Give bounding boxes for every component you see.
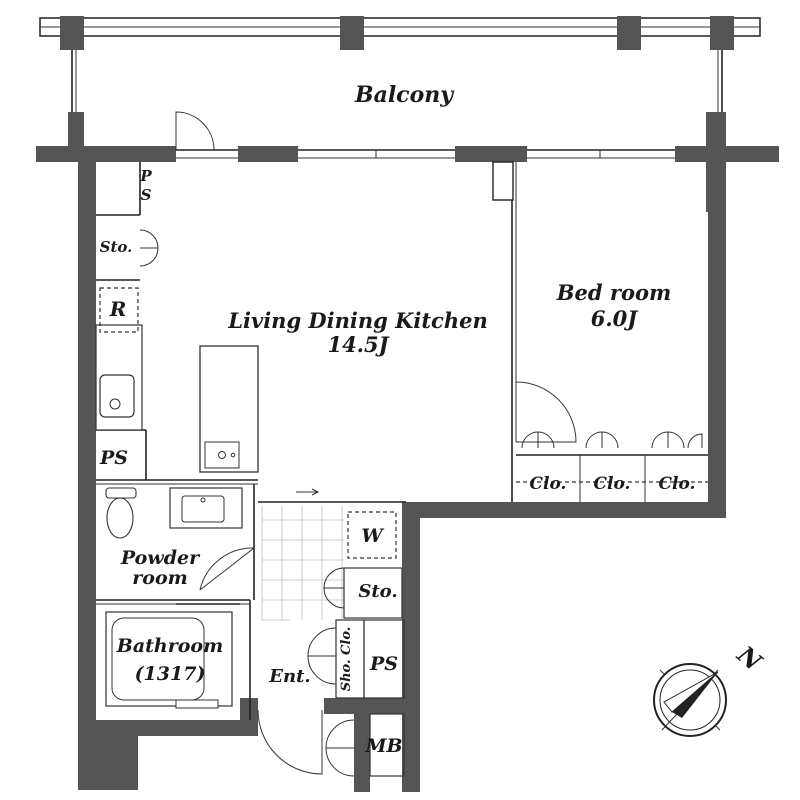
shoe-closet-label: Sho. Clo.: [339, 627, 354, 692]
bathroom-size-label: (1317): [135, 663, 206, 685]
interior-walls: [96, 161, 517, 720]
fixtures: [95, 287, 708, 777]
bathroom-label: Bathroom: [116, 635, 223, 657]
ldk-size-label: 14.5J: [327, 332, 390, 357]
toilet-icon: [105, 487, 137, 539]
closet-label-2: Clo.: [594, 474, 631, 494]
refrigerator-space: [99, 287, 139, 333]
powder-room-label-2: room: [132, 567, 187, 589]
pipe-space-kitchen-label: PS: [99, 447, 128, 469]
powder-room-label: Powder: [120, 547, 201, 569]
doors: [139, 111, 703, 777]
closet-label-1: Clo.: [530, 474, 567, 494]
kitchen-sink: [99, 374, 135, 418]
balcony-railing: [39, 16, 761, 112]
washer-space: [347, 511, 397, 559]
bathtub-icon: [105, 611, 233, 709]
storage-label-hall: Sto.: [358, 581, 397, 602]
sliding-door-arrow: [296, 488, 320, 496]
closet-label-3: Clo.: [659, 474, 696, 494]
ldk-label: Living Dining Kitchen: [227, 308, 488, 333]
bedroom-size-label: 6.0J: [591, 306, 640, 331]
washer-label: W: [361, 525, 384, 547]
entrance-label: Ent.: [268, 666, 310, 687]
balcony-label: Balcony: [354, 82, 455, 108]
bedroom-label: Bed room: [556, 280, 671, 305]
pipe-space-hall-label: PS: [369, 653, 398, 675]
pipe-space-top-label: P: [139, 167, 152, 185]
compass-icon: [653, 663, 727, 737]
pipe-space-top-label-2: S: [141, 186, 152, 204]
windows: [176, 149, 675, 159]
meter-box-label: MB: [364, 735, 402, 757]
compass-north-label: N: [731, 639, 768, 677]
hall-tiles: [261, 506, 344, 621]
cooktop: [204, 441, 240, 469]
exterior-walls: [36, 112, 779, 792]
storage-label-top: Sto.: [100, 238, 133, 256]
refrigerator-label: R: [109, 297, 127, 321]
